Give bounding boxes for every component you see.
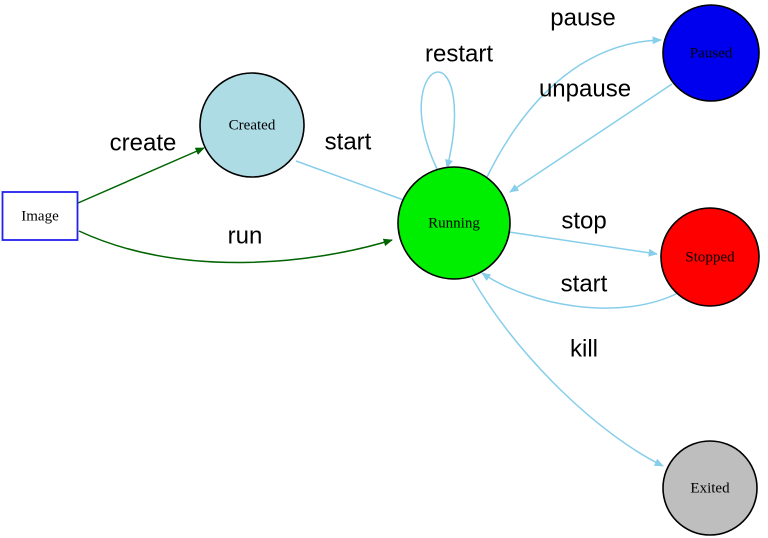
edge-label-restart: restart bbox=[425, 40, 493, 67]
edge-label-create: create bbox=[110, 129, 177, 156]
edge-create bbox=[77, 147, 205, 204]
node-image[interactable]: Image bbox=[1, 191, 79, 241]
node-exited-label: Exited bbox=[690, 480, 730, 496]
edge-label-unpause: unpause bbox=[539, 75, 631, 102]
edges-group bbox=[77, 36, 679, 467]
node-paused-circle bbox=[662, 4, 760, 102]
node-exited-circle bbox=[662, 440, 758, 536]
edge-label-start-created: start bbox=[325, 128, 372, 155]
edge-pause bbox=[486, 36, 662, 178]
edge-start-created bbox=[295, 160, 413, 204]
node-running[interactable]: Running bbox=[397, 166, 511, 280]
edge-unpause bbox=[509, 83, 673, 193]
node-image-rect bbox=[1, 191, 79, 241]
edge-run bbox=[78, 230, 393, 264]
edge-stop bbox=[508, 231, 658, 257]
node-running-label: Running bbox=[428, 215, 480, 231]
node-created[interactable]: Created bbox=[199, 72, 305, 178]
node-exited[interactable]: Exited bbox=[662, 440, 758, 536]
node-running-circle bbox=[397, 166, 511, 280]
node-stopped[interactable]: Stopped bbox=[660, 207, 760, 307]
node-created-label: Created bbox=[229, 117, 276, 133]
edge-start-stopped bbox=[481, 272, 679, 309]
edge-restart bbox=[420, 71, 456, 170]
edge-label-run: run bbox=[228, 222, 263, 249]
edge-labels-group: create run start restart pause unpause stop sta… bbox=[110, 4, 631, 362]
node-stopped-label: Stopped bbox=[685, 249, 735, 265]
node-stopped-circle bbox=[660, 207, 760, 307]
node-paused[interactable]: Paused bbox=[662, 4, 760, 102]
edge-kill bbox=[471, 277, 664, 467]
node-image-label: Image bbox=[21, 208, 59, 224]
node-created-circle bbox=[199, 72, 305, 178]
edge-label-kill: kill bbox=[570, 335, 598, 362]
edge-label-stop: stop bbox=[561, 207, 606, 234]
node-paused-label: Paused bbox=[690, 45, 733, 61]
edge-label-start-stopped: start bbox=[561, 270, 608, 297]
edge-label-pause: pause bbox=[550, 4, 615, 31]
